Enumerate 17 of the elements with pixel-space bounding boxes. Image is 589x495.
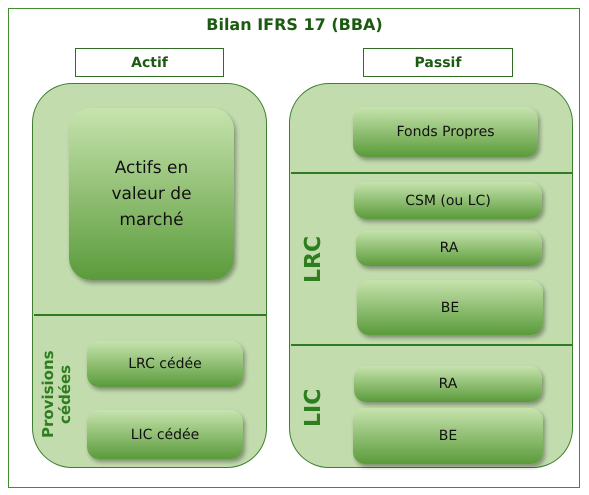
section-label: LRC [301, 234, 326, 285]
item-box: Fonds Propres [353, 107, 538, 157]
column-header: Actif [75, 48, 224, 77]
item-box: RA [356, 230, 542, 266]
diagram-title: Bilan IFRS 17 (BBA) [205, 15, 384, 34]
section-label: LIC [301, 387, 326, 429]
column-panel [289, 83, 573, 468]
item-box: LIC cédée [87, 410, 243, 459]
item-box: RA [354, 366, 542, 402]
column-header: Passif [363, 48, 513, 77]
item-box: BE [357, 280, 543, 335]
section-label: Provisions cédées [40, 349, 75, 440]
item-box: LRC cédée [87, 341, 243, 387]
column-panel [32, 83, 267, 468]
item-box: CSM (ou LC) [354, 182, 542, 219]
item-box: BE [353, 408, 543, 464]
item-box: Actifs en valeur de marché [69, 108, 234, 280]
